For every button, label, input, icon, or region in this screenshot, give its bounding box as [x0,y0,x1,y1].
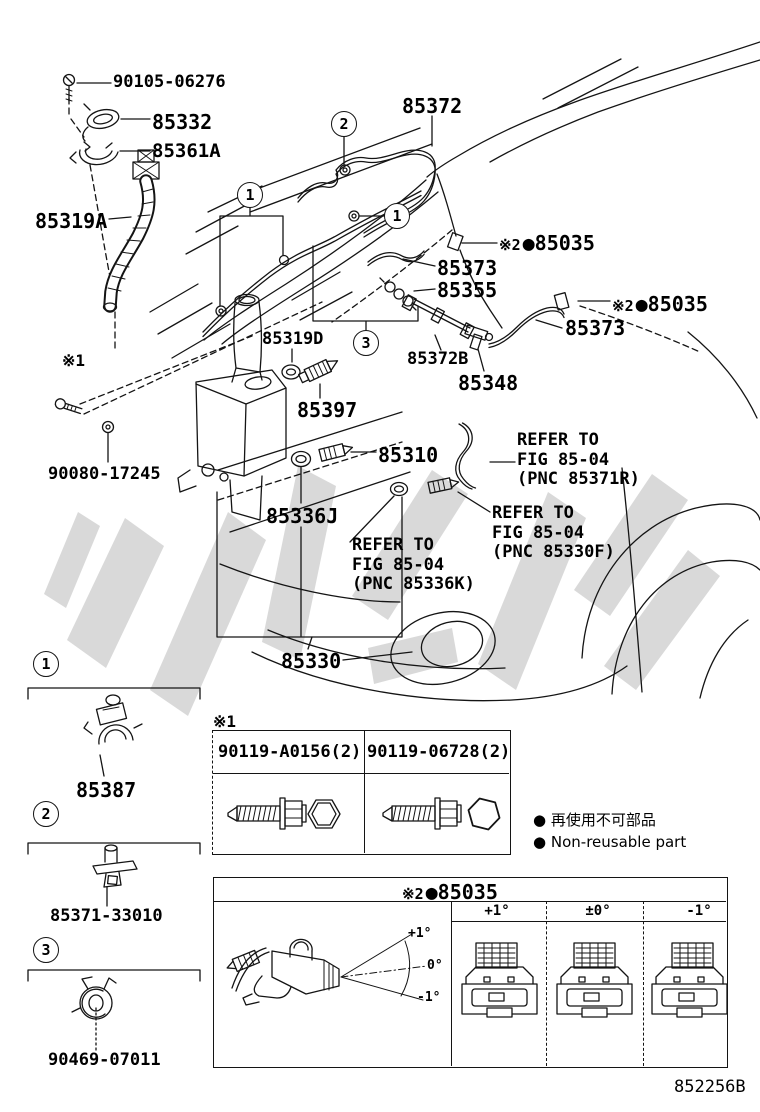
callout-box [216,491,403,638]
note-en-text: Non-reusable part [550,833,687,851]
bullet-icon: ● [533,833,547,851]
note-jp: ● 再使用不可部品 [533,813,656,828]
part-label-85035-2: ※2 ●85035 [612,292,708,316]
refer-line: (PNC 85330F) [492,542,615,562]
nozzle-front-views [461,942,728,1018]
part-label-85373-left: 85373 [437,256,498,280]
bolt-90119-06728-drawing [382,797,501,831]
part-label-90105-06276: 90105-06276 [113,72,226,92]
leader-lines [27,82,611,1051]
star1-flag: ※1 [62,351,86,370]
bolt-table-flag: ※1 [213,712,237,731]
part-label-85387: 85387 [76,778,137,802]
part-label-90469-07011: 90469-07011 [48,1050,161,1070]
bolt-table-col2-header: 90119-06728(2) [367,742,511,762]
bolt-table-header-line [213,773,509,774]
part-label-85035-1: ※2 ●85035 [499,231,595,255]
refer-line: FIG 85-04 [492,522,585,543]
refer-line: (PNC 85371R) [517,469,640,489]
bolt-table-col1-header: 90119-A0156(2) [218,742,362,762]
watermark-shapes [44,466,720,716]
angle-col-minus1: -1° [686,903,712,919]
star2-flag: ※2 [612,297,634,315]
clip-85387-drawing [83,694,143,745]
nozzle-table-subheader-line [451,921,726,922]
non-reusable-part-number: ●85035 [522,231,595,255]
callout-circle-1: 1 [384,203,410,229]
part-label-85310: 85310 [378,443,439,467]
section-bracket-1 [27,687,201,700]
refer-line: (PNC 85336K) [352,574,475,594]
part-label-90080-17245: 90080-17245 [48,464,161,484]
refer-line: FIG 85-04 [517,449,610,470]
hose-clip-85035-icon [553,292,570,311]
part-label-85332: 85332 [152,110,213,134]
spray-angle-mid: 0° [427,958,443,973]
bolt-table-divider [364,731,365,853]
callout-circle-1: 1 [237,182,263,208]
non-reusable-part-number: ●85035 [635,292,708,316]
section-bracket-2 [27,842,201,855]
clip-85371-33010-drawing [92,844,138,888]
callout-circle-3: 3 [33,937,59,963]
callout-circle-1: 1 [33,651,59,677]
bolt-table [212,730,511,855]
angle-col-zero: ±0° [585,903,611,919]
hose-clip-85035-icon [446,232,464,252]
part-label-85372B: 85372B [407,349,469,369]
part-label-85361A: 85361A [152,140,221,162]
refer-line: REFER TO [492,503,574,523]
note-jp-text: 再使用不可部品 [550,811,656,829]
bolt-90119-A0156-drawing [227,797,341,830]
part-label-85319A: 85319A [35,209,108,233]
nozzle-table-divider-dashed [643,901,644,1066]
figure-code: 852256B [674,1077,746,1097]
reservoir-drawing [177,293,287,521]
refer-line: REFER TO [517,430,599,450]
callout-circle-2: 2 [33,801,59,827]
bolt-star1-icon [54,398,83,415]
refer-note-85371R: REFER TO FIG 85-04 (PNC 85371R) [517,430,640,490]
nozzle-table-header-line [214,901,726,902]
part-label-85373-right: 85373 [565,316,626,340]
part-label-85330: 85330 [281,649,342,673]
callout-circle-3: 3 [353,330,379,356]
refer-line: REFER TO [352,535,434,555]
nozzle-table-divider [451,901,452,1066]
non-reusable-part-number: ●85035 [425,880,498,904]
part-label-85371-33010: 85371-33010 [50,906,163,926]
small-parts-drawings [54,164,570,497]
note-en: ● Non-reusable part [533,835,686,850]
nozzle-spray-diagram [226,933,428,1006]
spray-angle-down: -1° [417,990,441,1005]
refer-note-85330F: REFER TO FIG 85-04 (PNC 85330F) [492,503,615,563]
nozzle-table [213,877,728,1068]
refer-note-85336K: REFER TO FIG 85-04 (PNC 85336K) [352,535,475,595]
clamp-90469-07011-drawing [71,976,117,1020]
spray-angle-up: +1° [408,926,432,941]
part-label-85336J: 85336J [266,504,339,528]
nozzle-table-title: ※2 ●85035 [402,880,498,904]
part-label-85355: 85355 [437,278,498,302]
callout-circle-2: 2 [331,111,357,137]
star2-flag: ※2 [499,236,521,254]
section-bracket-3 [27,969,201,982]
part-label-85319D: 85319D [262,329,324,349]
part-label-85397: 85397 [297,398,358,422]
refer-line: FIG 85-04 [352,554,445,575]
bullet-icon: ● [533,811,547,829]
filler-hose-drawing [62,73,160,313]
star2-flag: ※2 [402,885,424,903]
part-label-85372: 85372 [402,94,463,118]
angle-col-plus1: +1° [484,903,510,919]
part-label-85348: 85348 [458,371,519,395]
nozzle-table-divider-dashed [546,901,547,1066]
